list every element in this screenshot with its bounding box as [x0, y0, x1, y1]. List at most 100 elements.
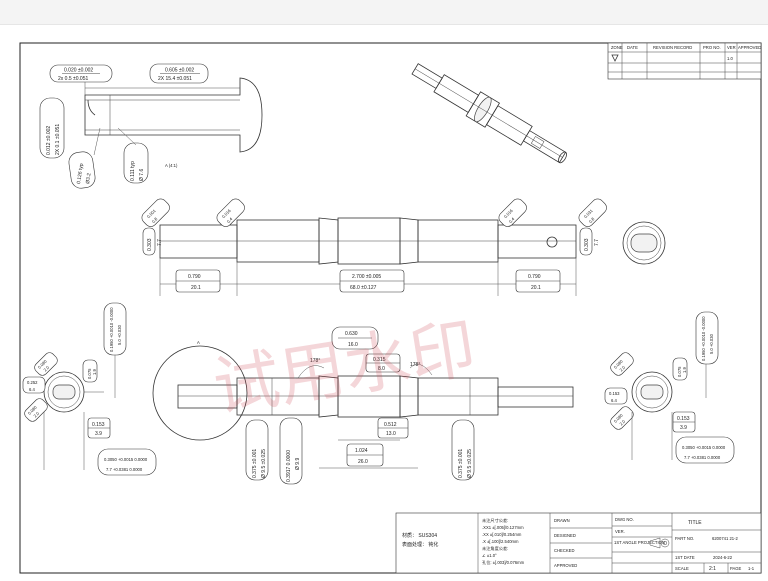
tol-line4: ∠ ±1.0°	[482, 553, 497, 558]
page-value: 1-1	[748, 566, 755, 571]
rev-header-ver: VER	[727, 45, 736, 50]
left-len-mm: 20.1	[191, 285, 201, 291]
right-small-mm: 1.9	[682, 367, 687, 373]
left-angle1-mm: 2.0	[42, 364, 50, 372]
len-mid-dim: 0.315	[373, 357, 386, 363]
tol-tl-mm: 0.8	[151, 216, 159, 224]
projection-symbol-icon	[649, 537, 670, 549]
angle-left: 178°	[310, 358, 320, 364]
flatness-dim-sub: 2x 0.5 ±0.051	[58, 76, 88, 82]
len-1024-dim: 1.024	[355, 448, 368, 454]
rev-version: 1.0	[727, 56, 733, 61]
tol-angle-title: 未注角度公差:	[482, 545, 508, 552]
len-512-dim: 0.512	[384, 422, 397, 428]
left-section-view: 0.080 2.0 0.252 6.4 0.080 2.0 0.1950 +0.…	[22, 302, 157, 476]
material-text: 材质： SUS304	[402, 532, 437, 539]
isometric-view	[411, 63, 567, 164]
tol-tl: 0.001	[146, 208, 157, 219]
dia2-mm: Ø 9.9	[295, 458, 301, 470]
left-angle2-mm: 6.4	[29, 387, 35, 392]
left-dia-dim: 0.303	[147, 238, 153, 251]
width-dim-in: 0.012 ±0.002	[46, 126, 52, 155]
tol-line3: .X ±[.100]/2.540mm	[482, 539, 519, 544]
right-angle2: 0.153	[609, 391, 620, 396]
left-vert-mm: 5.0 +0.030	[117, 324, 122, 345]
designed-label: DESIGNED	[554, 533, 576, 538]
tol-tr3-mm: 0.8	[588, 216, 596, 224]
left-len-dim: 0.790	[188, 274, 201, 280]
drawn-label: DRAWN	[554, 518, 570, 523]
treatment-text: 表面处理： 钝化	[402, 541, 438, 548]
scale-value: 2:1	[709, 566, 716, 572]
ver-label: VER.	[615, 529, 625, 534]
tol-tr-left-mm: 0.4	[226, 216, 234, 224]
date-label: 1ST DATE	[675, 555, 695, 560]
right-small: 0.075	[677, 366, 682, 377]
dwg-no-label: DWG NO.	[615, 517, 634, 522]
page-label: PAGE	[730, 566, 742, 571]
right-angle1-mm: 2.0	[618, 364, 626, 372]
chamfer2-dim: 0.111 typ	[130, 161, 136, 181]
len-512-mm: 13.0	[386, 431, 396, 437]
revision-table: ZONE DATE REVISION RECORD PRO NO. VER AP…	[607, 42, 762, 80]
dia2-dim: 0.3917 0.0000	[286, 450, 292, 482]
right-dia-mm-sec: 7.7 +0.0381 0.0000	[684, 455, 721, 460]
title-label: TITLE	[688, 520, 702, 526]
dia3-dim: 0.375 ±0.001	[458, 449, 464, 478]
length-dim-mm: 2X 15.4 ±0.051	[158, 76, 192, 82]
rev-header-record: REVISION RECORD	[653, 45, 692, 50]
right-section-view: 0.080 2.0 0.153 6.4 0.080 2.0 0.1950 +0.…	[604, 311, 735, 464]
right-angle3-mm: 2.0	[618, 418, 626, 426]
detail-a-label: A	[197, 340, 200, 345]
right-len-dim: 0.790	[528, 274, 541, 280]
part-no-value: 6200741 21-2	[712, 536, 739, 541]
tol-line5: 孔位: ±[.003]/0.076mm	[482, 559, 525, 566]
flatness-dim: 0.020 ±0.002	[64, 68, 93, 74]
detail-circle-a	[152, 345, 248, 441]
right-vert-in: 0.1950 +0.0010 -0.0000	[701, 316, 706, 361]
rev-header-prono: PRO NO.	[703, 45, 721, 50]
tol-tr2: 0.016	[503, 208, 514, 219]
left-angle1: 0.080	[37, 358, 48, 369]
left-small-mm: 1.9	[92, 369, 97, 375]
left-angle2: 0.252	[27, 380, 38, 385]
drawing-frame	[19, 42, 762, 574]
len-mid-mm: 8.0	[378, 366, 385, 372]
left-width: 0.153	[92, 422, 105, 428]
dia3-mm: Ø 9.5 ±0.025	[467, 449, 473, 478]
rev-header-date: DATE	[627, 45, 638, 50]
part-no-label: PART NO.	[675, 536, 694, 541]
left-dia-mm-sec: 7.7 +0.0381 0.0000	[106, 467, 143, 472]
rev-header-approved: APPROVED	[738, 45, 761, 50]
tol-tr2-mm: 0.4	[508, 216, 516, 224]
right-angle3: 0.080	[613, 412, 624, 423]
right-width-mm: 3.9	[680, 425, 687, 431]
tol-title: 未注尺寸公差:	[482, 517, 508, 524]
left-angle3-mm: 2.0	[32, 410, 40, 418]
chamfer2-dim-mm: Ø 7.6	[139, 169, 145, 181]
tol-line2: .XX ±[.010]/0.254mm	[482, 532, 522, 537]
revision-triangle-icon	[611, 54, 619, 62]
tol-line1: .XX1 ±[.005]/0.127mm	[482, 525, 524, 530]
cross-hole	[546, 236, 558, 248]
right-width: 0.153	[677, 416, 690, 422]
left-vert-in: 0.1950 +0.0010 -0.0000	[109, 307, 114, 352]
left-width-mm: 3.9	[95, 431, 102, 437]
left-angle3: 0.080	[27, 404, 38, 415]
tol-tr3: 0.031	[583, 208, 594, 219]
end-view-top	[622, 221, 666, 265]
len-top-mm: 16.0	[348, 342, 358, 348]
tol-tr-left: 0.016	[221, 208, 232, 219]
total-len-dim: 2.700 ±0.005	[352, 274, 381, 280]
right-angle2-mm: 6.4	[611, 398, 617, 403]
viewer-top-band	[0, 0, 768, 25]
main-side-view: 0.303 7.7 0.303 7.7 0.001 0.8 0.016 0.4 …	[141, 198, 607, 296]
right-dia-mm: 7.7	[594, 239, 600, 246]
total-len-mm: 68.0 ±0.127	[350, 285, 377, 291]
len-1024-mm: 26.0	[358, 459, 368, 465]
right-dia-dim: 0.303	[584, 238, 590, 251]
right-dia: 0.3050 +0.0015 0.0000	[682, 445, 726, 450]
lower-side-view: A 0.630 16.0 0.315 8.0 178° 178° 0.512 1…	[152, 326, 574, 485]
right-vert-mm: 5.0 +0.030	[709, 333, 714, 354]
scale-label: SCALE	[675, 566, 689, 571]
